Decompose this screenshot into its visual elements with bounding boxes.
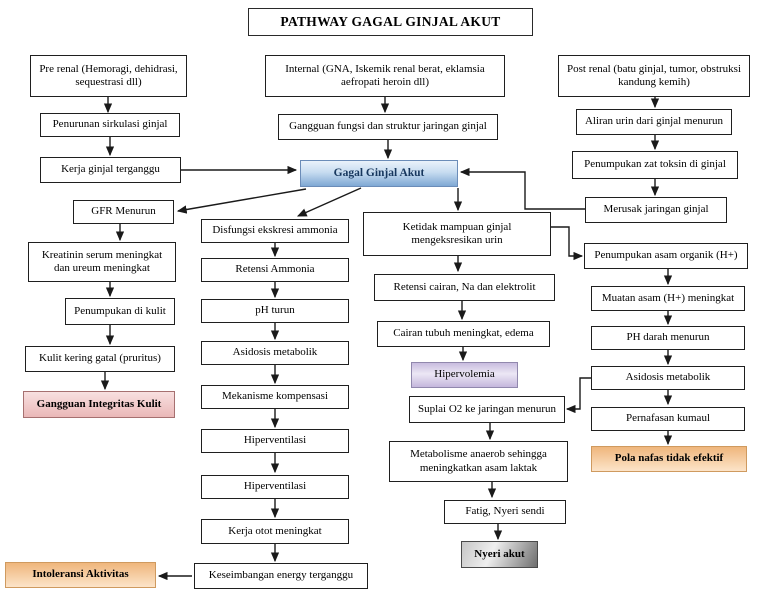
flow-arrow [176, 188, 307, 214]
node-muatan-asam: Muatan asam (H+) meningkat [591, 286, 745, 311]
node-kerja-otot: Kerja otot meningkat [201, 519, 349, 544]
node-kreatinin: Kreatinin serum meningkat dan ureum meni… [28, 242, 176, 282]
node-merusak-jaringan: Merusak jaringan ginjal [585, 197, 727, 223]
flow-arrow [296, 187, 362, 217]
node-hiperventilasi-2: Hiperventilasi [201, 475, 349, 499]
node-post-renal: Post renal (batu ginjal, tumor, obstruks… [558, 55, 750, 97]
node-gagal-ginjal-akut: Gagal Ginjal Akut [300, 160, 458, 187]
node-asidosis-metabolik-kanan: Asidosis metabolik [591, 366, 745, 390]
node-kerja-ginjal: Kerja ginjal terganggu [40, 157, 181, 183]
node-penumpukan-kulit: Penumpukan di kulit [65, 298, 175, 325]
node-asidosis-metabolik-tengah: Asidosis metabolik [201, 341, 349, 365]
node-pernafasan-kumaul: Pernafasan kumaul [591, 407, 745, 431]
page-title: PATHWAY GAGAL GINJAL AKUT [248, 8, 533, 36]
flow-arrow [565, 377, 591, 414]
flow-arrow [459, 167, 585, 210]
node-retensi-ammonia: Retensi Ammonia [201, 258, 349, 282]
node-intoleransi-aktivitas: Intoleransi Aktivitas [5, 562, 156, 588]
node-nyeri-akut: Nyeri akut [461, 541, 538, 568]
node-hipervolemia: Hipervolemia [411, 362, 518, 388]
node-retensi-cairan: Retensi cairan, Na dan elektrolit [374, 274, 555, 301]
node-ph-darah: PH darah menurun [591, 326, 745, 350]
node-ph-turun: pH turun [201, 299, 349, 323]
node-ketidakmampuan: Ketidak mampuan ginjal mengeksresikan ur… [363, 212, 551, 256]
node-penurunan-sirkulasi: Penurunan sirkulasi ginjal [40, 113, 180, 137]
node-internal: Internal (GNA, Iskemik renal berat, ekla… [265, 55, 505, 97]
node-pola-nafas: Pola nafas tidak efektif [591, 446, 747, 472]
node-mekanisme-kompensasi: Mekanisme kompensasi [201, 385, 349, 409]
node-cairan-tubuh: Cairan tubuh meningkat, edema [377, 321, 550, 347]
node-kulit-kering: Kulit kering gatal (pruritus) [25, 346, 175, 372]
node-aliran-urin: Aliran urin dari ginjal menurun [576, 109, 732, 135]
node-keseimbangan-energy: Keseimbangan energy terganggu [194, 563, 368, 589]
node-metabolisme-anaerob: Metabolisme anaerob sehingga meningkatka… [389, 441, 568, 482]
node-fatig-nyeri-sendi: Fatig, Nyeri sendi [444, 500, 566, 524]
node-penumpukan-asam: Penumpukan asam organik (H+) [584, 243, 748, 269]
node-gangguan-fungsi: Gangguan fungsi dan struktur jaringan gi… [278, 114, 498, 140]
node-suplai-o2: Suplai O2 ke jaringan menurun [409, 396, 565, 423]
node-disfungsi-ekskresi: Disfungsi ekskresi ammonia [201, 219, 349, 243]
node-hiperventilasi-1: Hiperventilasi [201, 429, 349, 453]
node-pre-renal: Pre renal (Hemoragi, dehidrasi, sequestr… [30, 55, 187, 97]
node-gangguan-integritas-kulit: Gangguan Integritas Kulit [23, 391, 175, 418]
node-penumpukan-toksin: Penumpukan zat toksin di ginjal [572, 151, 738, 179]
node-gfr-menurun: GFR Menurun [73, 200, 174, 224]
flow-arrow [551, 226, 584, 261]
